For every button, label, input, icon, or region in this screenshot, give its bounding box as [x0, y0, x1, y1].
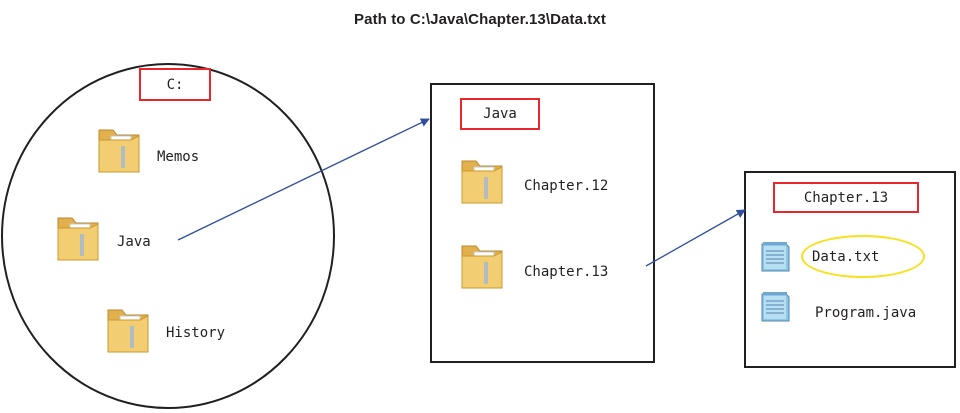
arrow-java-to-chapter13 — [645, 209, 746, 267]
java-folder-label: Java — [117, 234, 151, 250]
chapter13-folder-box — [744, 171, 956, 368]
chapter13-folder-label: Chapter.13 — [524, 264, 609, 280]
text-file-icon — [761, 292, 790, 322]
folder-icon — [57, 217, 99, 261]
folder-icon — [461, 245, 503, 289]
memos-folder-label: Memos — [157, 149, 200, 165]
drive-label: C: — [139, 68, 211, 101]
diagram-title: Path to C:\Java\Chapter.13\Data.txt — [354, 11, 606, 28]
java-box-label: Java — [460, 98, 540, 130]
text-file-icon — [761, 242, 790, 272]
drive-circle — [1, 63, 335, 409]
chapter13-box-label: Chapter.13 — [773, 182, 919, 213]
data-txt-file-label: Data.txt — [812, 249, 880, 265]
data-txt-highlight — [801, 235, 925, 278]
arrow-drive-to-java — [177, 118, 430, 241]
folder-icon — [107, 309, 149, 353]
folder-icon — [461, 160, 503, 204]
folder-icon — [98, 129, 140, 173]
chapter12-folder-label: Chapter.12 — [524, 178, 609, 194]
history-folder-label: History — [166, 325, 226, 341]
program-java-file-label: Program.java — [815, 305, 917, 321]
java-folder-box — [430, 83, 655, 363]
